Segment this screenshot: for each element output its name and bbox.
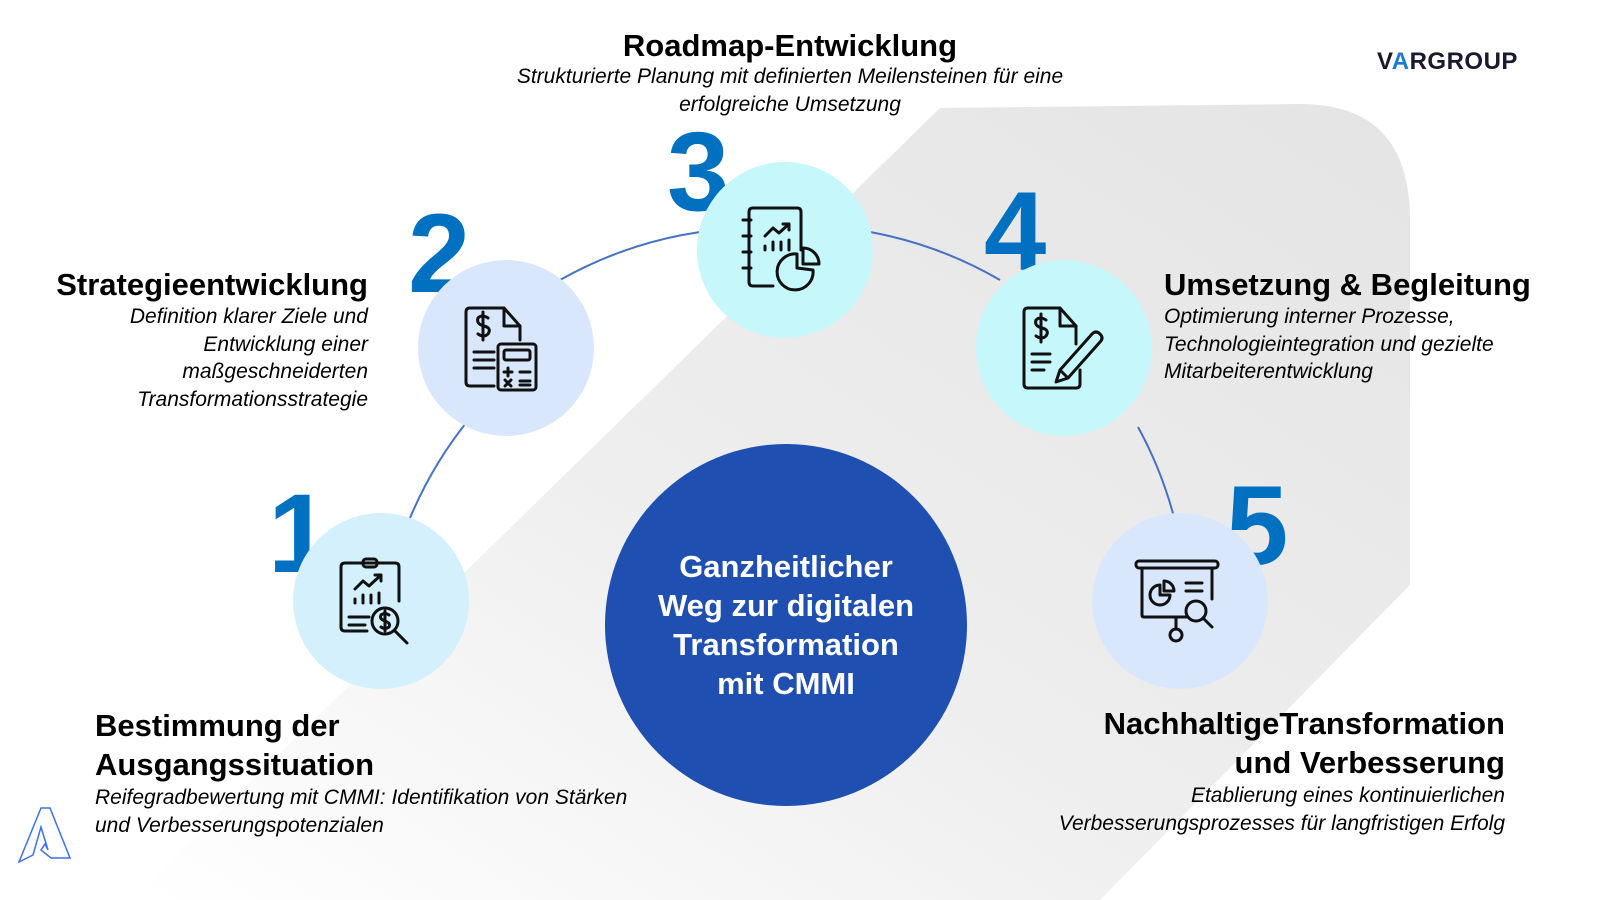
step-2-desc-line3: maßgeschneiderten <box>182 360 368 383</box>
step-2-circle <box>418 260 594 436</box>
step-4-circle <box>976 260 1152 436</box>
logo-suffix: RGROUP <box>1409 48 1518 75</box>
vargroup-logo: VARGROUP <box>1377 48 1518 76</box>
logo-prefix: V <box>1377 48 1392 75</box>
center-circle: Ganzheitlicher Weg zur digitalen Transfo… <box>605 444 967 806</box>
step-1-title-line1: Bestimmung der <box>95 708 340 743</box>
step-1-circle <box>293 513 469 689</box>
vargroup-a-outline-icon <box>17 807 72 864</box>
step-4-desc-line2: Technologieintegration und gezielte <box>1164 333 1494 356</box>
step-4-title: Umsetzung & Begleitung <box>1164 267 1531 302</box>
notebook-chart-pie-icon <box>741 206 821 292</box>
logo-accent: A <box>1391 48 1410 75</box>
step-1-desc-line1: Reifegradbewertung mit CMMI: Identifikat… <box>95 786 628 809</box>
invoice-calculator-icon <box>464 306 538 392</box>
step-2-desc-line4: Transformationsstrategie <box>137 388 368 411</box>
step-3-desc-line2: erfolgreiche Umsetzung <box>679 93 901 116</box>
step-5-title-line1: NachhaltigeTransformation <box>1103 706 1505 741</box>
step-3-title: Roadmap-Entwicklung <box>622 28 958 63</box>
document-dollar-pen-icon <box>1022 306 1104 390</box>
step-1-desc-line2: und Verbesserungspotenzialen <box>95 814 384 837</box>
step-5-desc-line2: Verbesserungsprozesses für langfristigen… <box>1058 812 1505 835</box>
step-2-title: Strategieentwicklung <box>56 267 368 302</box>
step-3-desc-line1: Strukturierte Planung mit definierten Me… <box>516 65 1064 88</box>
step-1-title-line2: Ausgangssituation <box>95 747 375 782</box>
step-3-circle <box>697 162 873 338</box>
step-4-desc-line3: Mitarbeiterentwicklung <box>1164 360 1373 383</box>
step-2-desc-line1: Definition klarer Ziele und <box>129 305 368 328</box>
step-2-desc-line2: Entwicklung einer <box>203 333 368 356</box>
center-title: Ganzheitlicher Weg zur digitalen Transfo… <box>657 549 915 701</box>
step-5-desc-line1: Etablierung eines kontinuierlichen <box>1190 784 1505 807</box>
step-4-desc-line1: Optimierung interner Prozesse, <box>1164 305 1455 328</box>
step-5-title-line2: und Verbesserung <box>1234 745 1505 780</box>
presentation-board-search-icon <box>1134 559 1220 643</box>
clipboard-chart-dollar-search-icon <box>339 557 409 645</box>
step-5-circle <box>1092 513 1268 689</box>
